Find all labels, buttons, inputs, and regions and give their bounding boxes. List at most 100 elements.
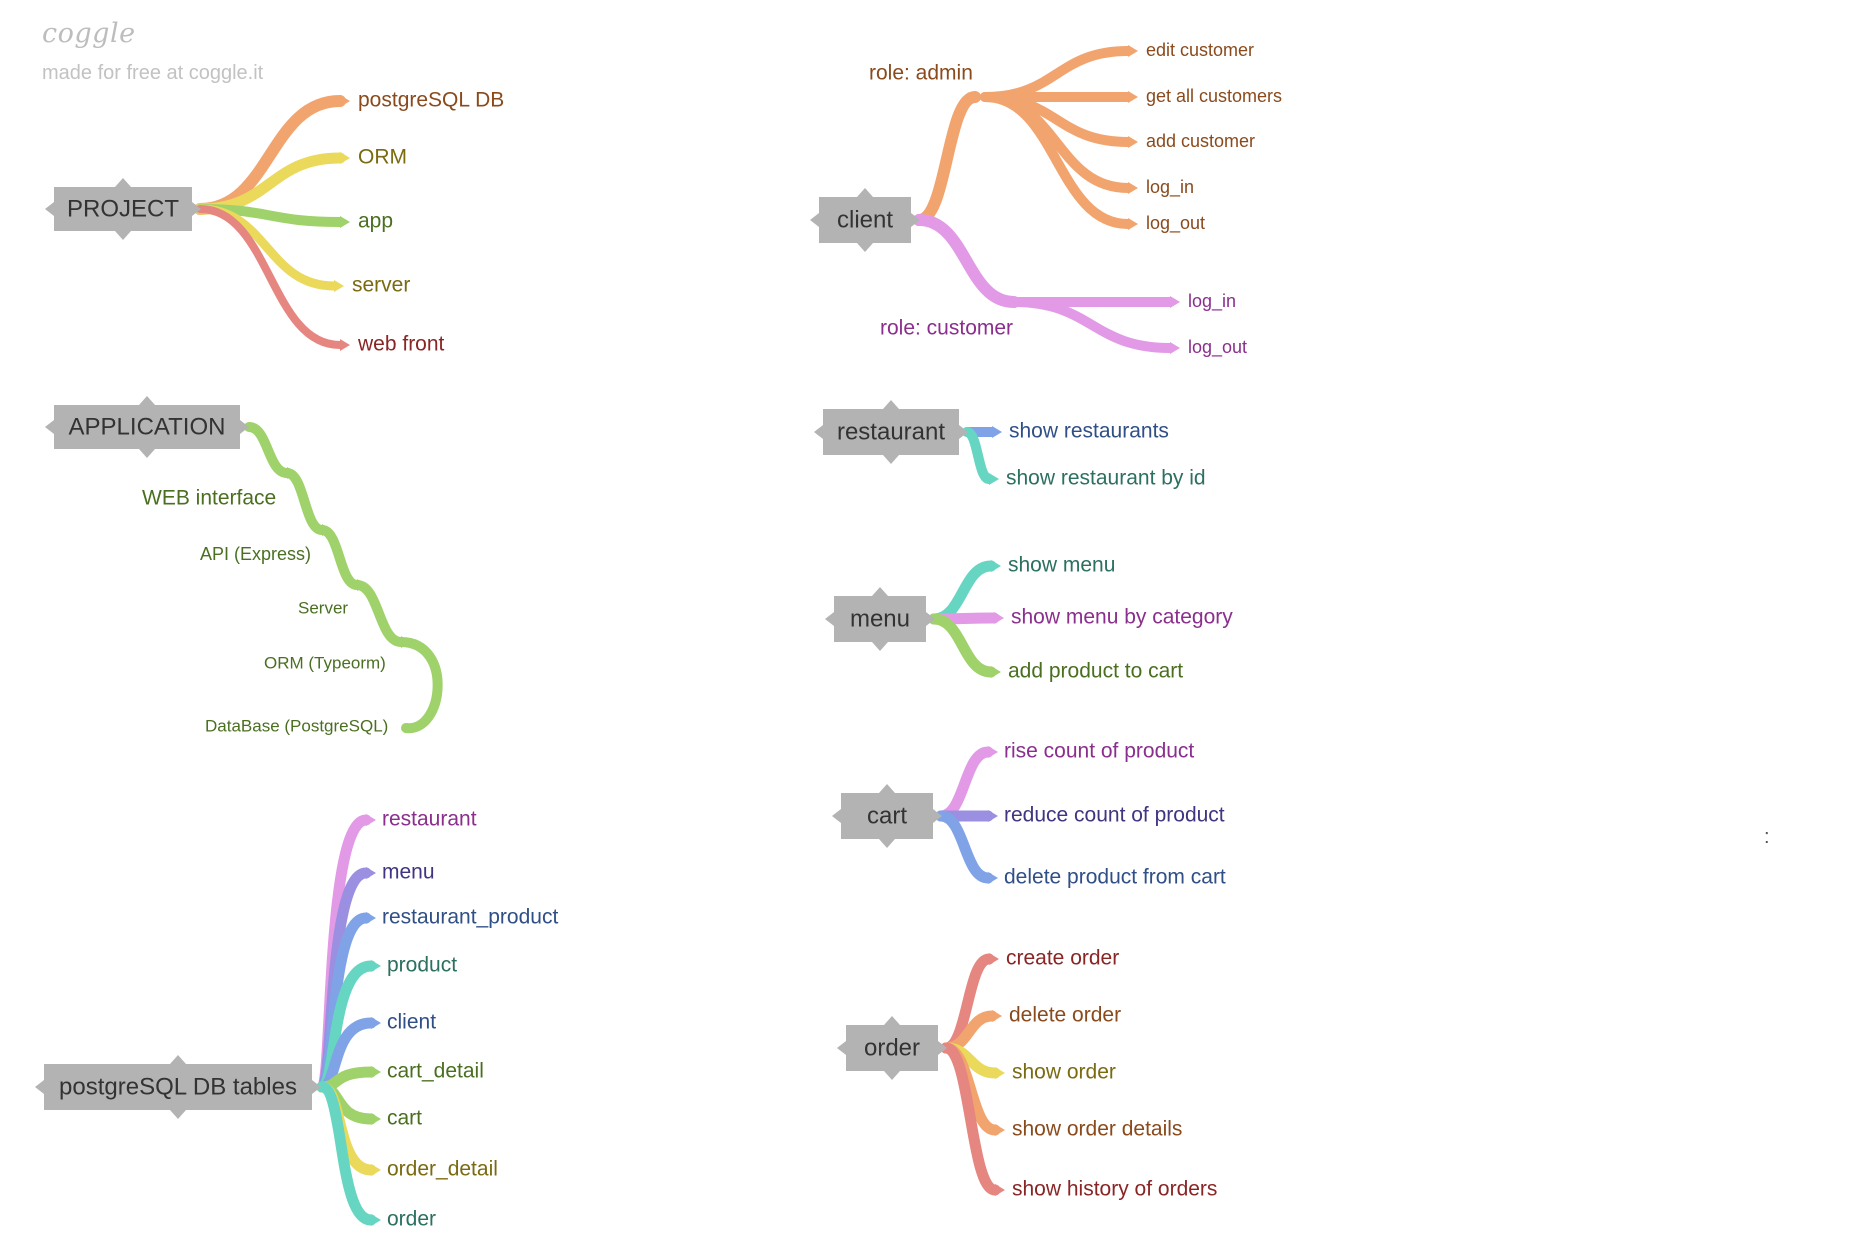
application-chain-database-postgresql[interactable]: DataBase (PostgreSQL)	[205, 716, 388, 735]
node-db-tables-label: postgreSQL DB tables	[59, 1073, 297, 1100]
project-server-arrow	[334, 280, 344, 292]
node-application-shape	[45, 396, 249, 458]
project-postgresql-db-arrow	[340, 95, 350, 107]
admin-edit-customer-0-arrow	[1128, 45, 1138, 57]
menu-show-menu-arrow	[991, 560, 1001, 572]
tables-child-cart[interactable]: cart	[387, 1107, 422, 1130]
node-application[interactable]: APPLICATION	[45, 396, 249, 458]
order-child-show-order-details[interactable]: show order details	[1012, 1118, 1182, 1141]
order-child-create-order[interactable]: create order	[1006, 947, 1119, 970]
menu-add-product-to-cart-arrow	[991, 666, 1001, 678]
cart-child-rise-count-of-product[interactable]: rise count of product	[1004, 740, 1194, 763]
order-delete-order-arrow	[992, 1010, 1002, 1022]
tables-client-arrow	[371, 1017, 381, 1029]
admin-child-log-out[interactable]: log_out	[1146, 213, 1205, 234]
node-project[interactable]: PROJECT	[45, 178, 201, 240]
cart-rise-count-of-product-arrow	[988, 746, 998, 758]
application-chain-api-express[interactable]: API (Express)	[200, 544, 311, 564]
node-project-shape	[45, 178, 201, 240]
project-web-front-branch	[196, 205, 344, 349]
admin-log-out-4-branch	[980, 92, 1133, 229]
tables-child-restaurant-product[interactable]: restaurant_product	[382, 906, 558, 929]
node-restaurant-shape	[814, 400, 968, 464]
customer-child-log-out[interactable]: log_out	[1188, 337, 1247, 358]
coggle-logo: coggle	[42, 18, 136, 49]
node-menu-shape	[825, 587, 935, 651]
admin-child-add-customer[interactable]: add customer	[1146, 131, 1255, 151]
admin-get-all-customers-1-arrow	[1128, 91, 1138, 103]
restaurant-show-restaurant-by-id-arrow	[989, 473, 999, 485]
tables-child-menu[interactable]: menu	[382, 861, 435, 884]
tables-child-order-detail[interactable]: order_detail	[387, 1158, 498, 1181]
tables-order-branch	[316, 1081, 377, 1226]
node-order-label: order	[864, 1034, 920, 1061]
node-db-tables-shape	[35, 1055, 321, 1119]
admin-child-get-all-customers[interactable]: get all customers	[1146, 86, 1282, 106]
node-client[interactable]: client	[810, 188, 920, 252]
restaurant-child-show-restaurant-by-id[interactable]: show restaurant by id	[1006, 467, 1206, 490]
node-client-shape	[810, 188, 920, 252]
admin-child-edit-customer[interactable]: edit customer	[1146, 40, 1254, 60]
menu-show-menu-branch	[928, 560, 997, 625]
admin-add-customer-2-arrow	[1128, 136, 1138, 148]
project-child-orm[interactable]: ORM	[358, 146, 407, 169]
order-show-order-arrow	[995, 1067, 1005, 1079]
stray-colon: :	[1764, 826, 1770, 848]
client-customer-label[interactable]: role: customer	[880, 317, 1013, 340]
client-admin-label[interactable]: role: admin	[869, 62, 973, 85]
project-web-front-arrow	[340, 339, 350, 351]
tables-product-arrow	[371, 960, 381, 972]
tables-cart-detail-arrow	[371, 1066, 381, 1078]
application-step-5-branch	[396, 637, 443, 734]
client-admin-branch	[913, 91, 981, 226]
tables-child-cart-detail[interactable]: cart_detail	[387, 1060, 484, 1083]
order-child-show-order[interactable]: show order	[1012, 1061, 1116, 1084]
restaurant-child-show-restaurants[interactable]: show restaurants	[1009, 420, 1169, 443]
project-orm-arrow	[340, 152, 350, 164]
cart-delete-product-from-cart-branch	[935, 810, 994, 884]
order-create-order-arrow	[989, 953, 999, 965]
application-step-4-branch	[352, 580, 406, 647]
application-chain-orm-typeorm[interactable]: ORM (Typeorm)	[264, 653, 386, 672]
project-child-web-front[interactable]: web front	[357, 333, 445, 356]
node-order[interactable]: order	[837, 1016, 947, 1080]
restaurant-show-restaurant-by-id-branch	[962, 427, 994, 484]
admin-child-log-in[interactable]: log_in	[1146, 177, 1194, 198]
node-restaurant[interactable]: restaurant	[814, 400, 968, 464]
admin-log-out-4-arrow	[1128, 218, 1138, 230]
customer-child-log-in[interactable]: log_in	[1188, 291, 1236, 312]
tables-child-order[interactable]: order	[387, 1208, 436, 1231]
cart-delete-product-from-cart-arrow	[988, 872, 998, 884]
application-chain-web-interface[interactable]: WEB interface	[142, 487, 276, 510]
node-restaurant-label: restaurant	[837, 418, 945, 445]
menu-show-menu-by-category-arrow	[994, 612, 1004, 624]
tables-order-detail-arrow	[371, 1164, 381, 1176]
node-menu[interactable]: menu	[825, 587, 935, 651]
cart-rise-count-of-product-branch	[935, 746, 994, 822]
node-db-tables[interactable]: postgreSQL DB tables	[35, 1055, 321, 1119]
menu-child-add-product-to-cart[interactable]: add product to cart	[1008, 660, 1183, 683]
tables-restaurant-arrow	[366, 814, 376, 826]
menu-child-show-menu[interactable]: show menu	[1008, 554, 1115, 577]
order-child-delete-order[interactable]: delete order	[1009, 1004, 1121, 1027]
tables-cart-arrow	[371, 1113, 381, 1125]
project-child-server[interactable]: server	[352, 274, 410, 297]
node-order-shape	[837, 1016, 947, 1080]
tables-child-client[interactable]: client	[387, 1011, 436, 1034]
cart-child-reduce-count-of-product[interactable]: reduce count of product	[1004, 804, 1225, 827]
project-child-app[interactable]: app	[358, 210, 393, 233]
application-chain-server[interactable]: Server	[298, 598, 348, 617]
tables-child-product[interactable]: product	[387, 954, 457, 977]
application-step-1-branch	[244, 422, 292, 478]
project-child-postgresql-db[interactable]: postgreSQL DB	[358, 89, 504, 112]
menu-child-show-menu-by-category[interactable]: show menu by category	[1011, 606, 1233, 629]
restaurant-show-restaurants-arrow	[992, 426, 1002, 438]
admin-edit-customer-0-branch	[980, 46, 1133, 102]
node-cart[interactable]: cart	[832, 784, 942, 848]
cart-child-delete-product-from-cart[interactable]: delete product from cart	[1004, 866, 1226, 889]
node-application-label: APPLICATION	[69, 413, 226, 440]
order-child-show-history-of-orders[interactable]: show history of orders	[1012, 1178, 1217, 1201]
tables-child-restaurant[interactable]: restaurant	[382, 808, 477, 831]
